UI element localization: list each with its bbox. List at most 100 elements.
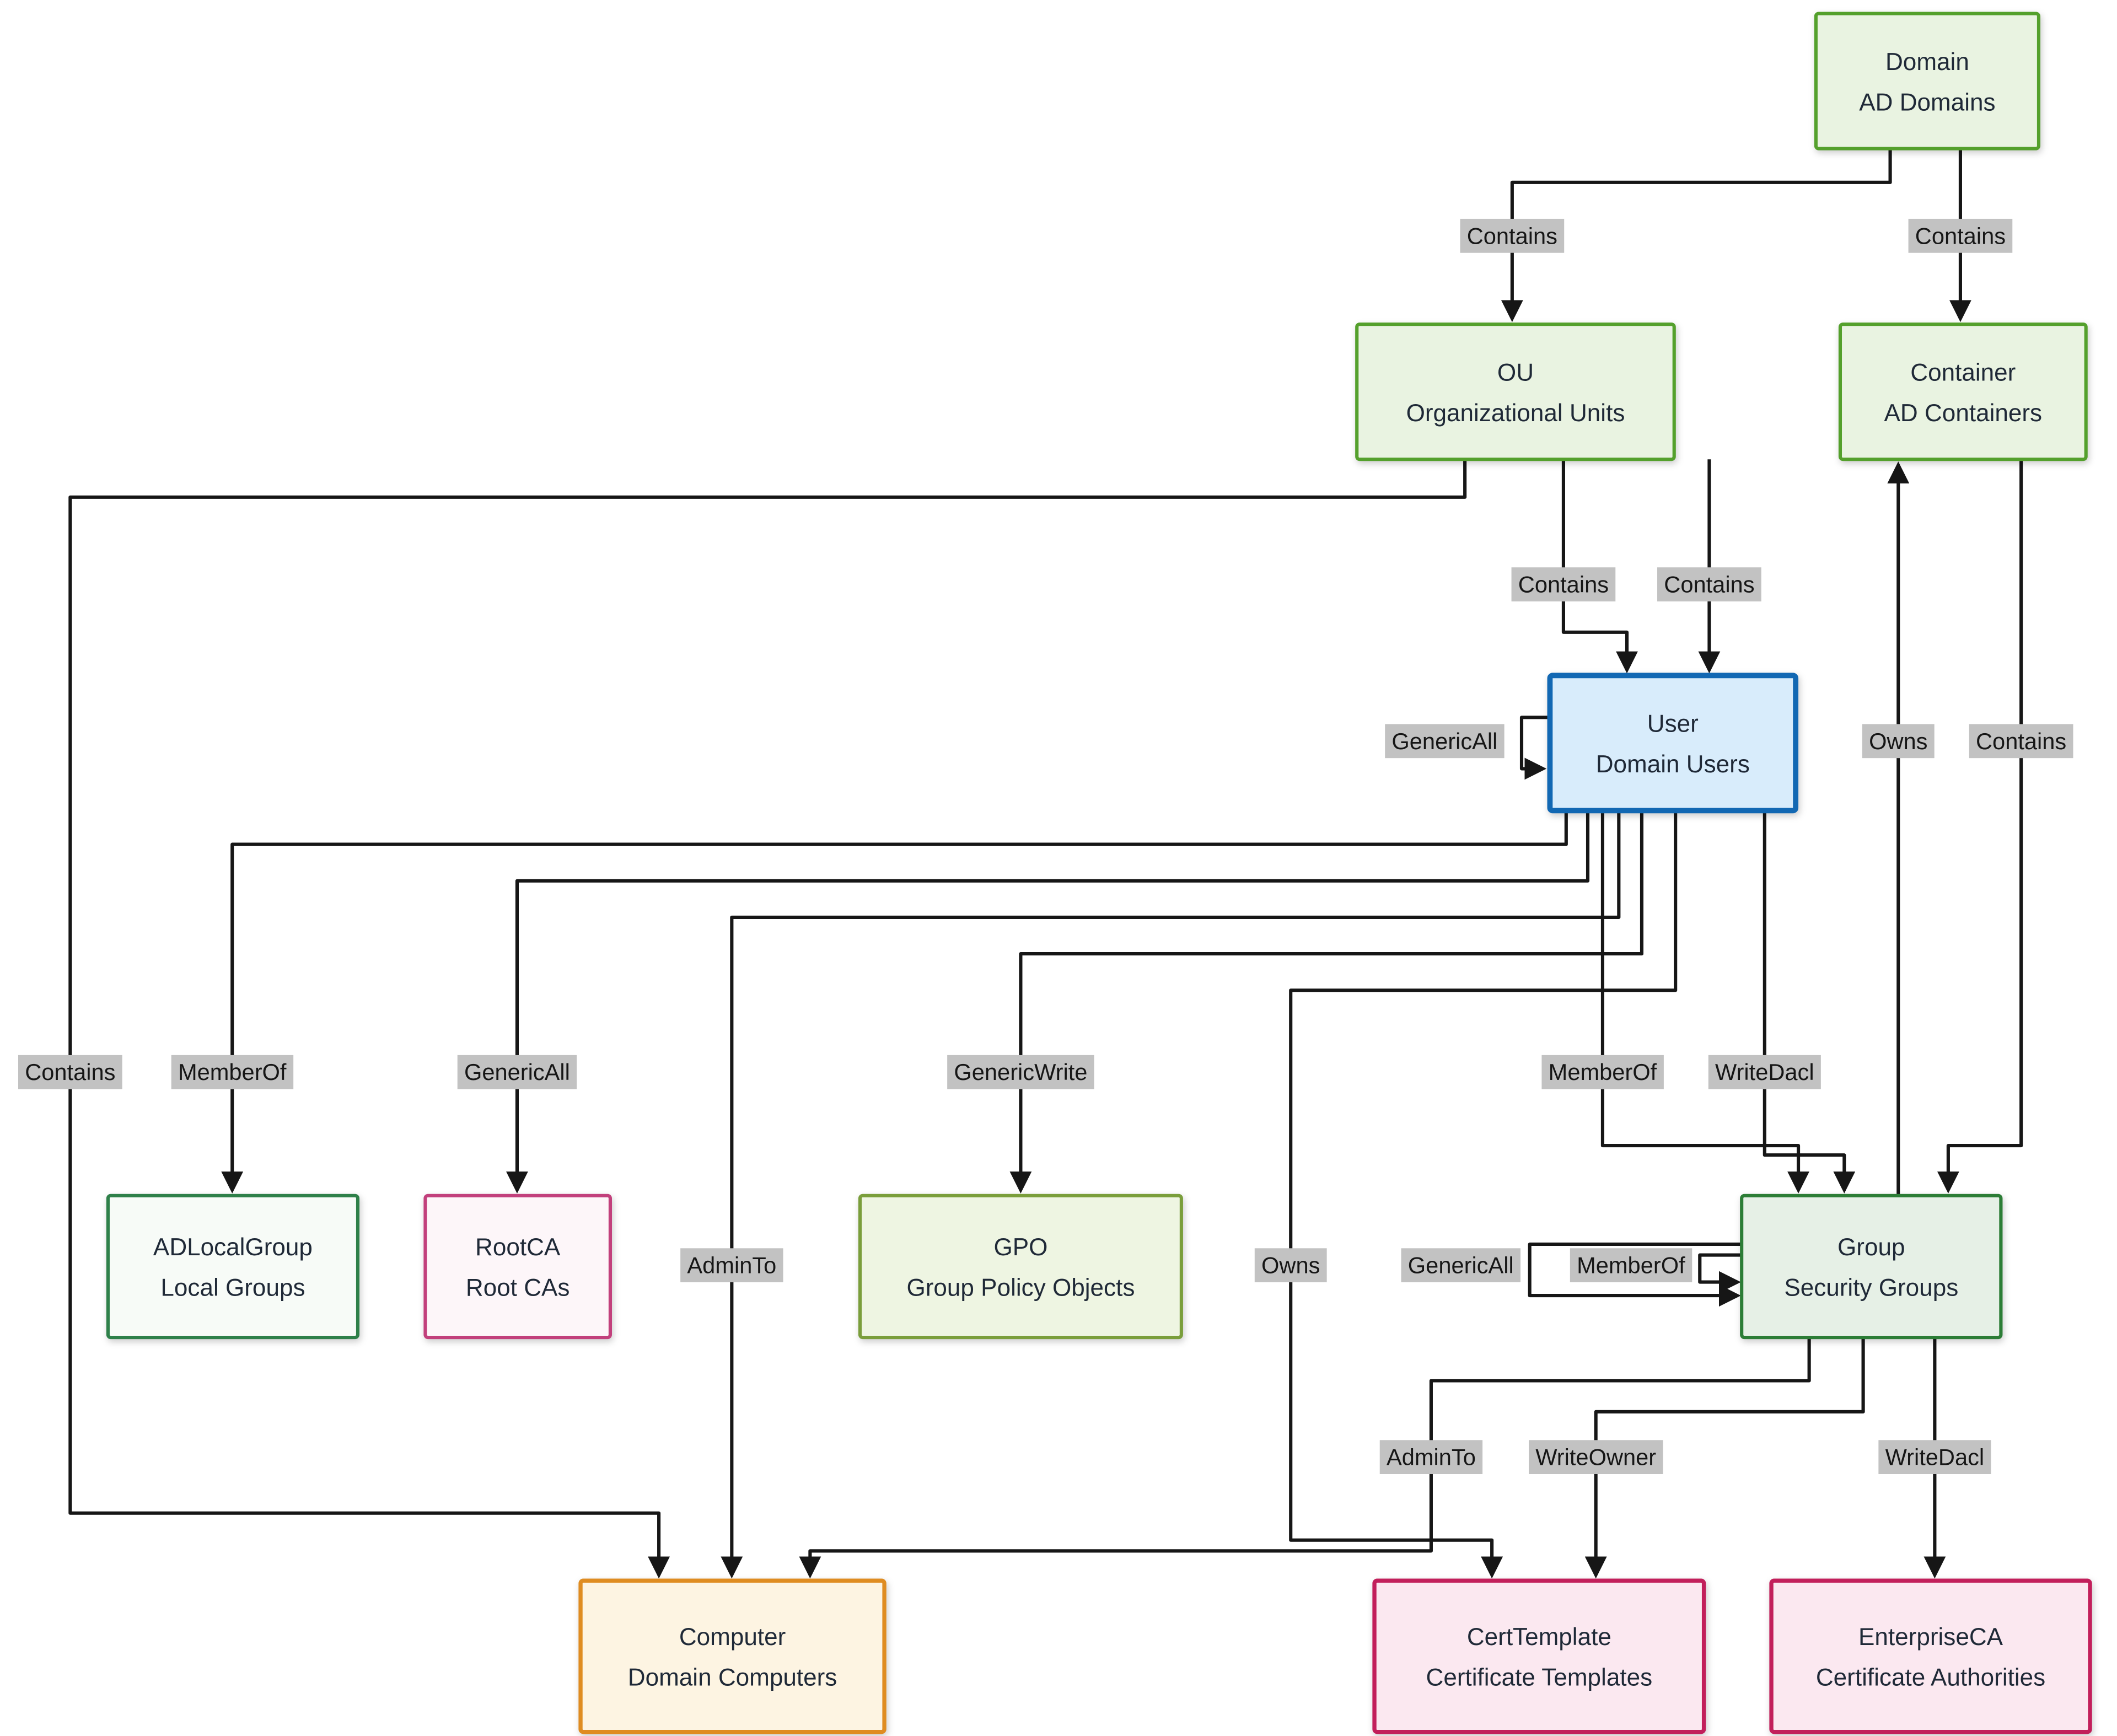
edge-user-memberof-adlocalgroup xyxy=(221,810,1568,1194)
node-certtemplate-subtitle: Certificate Templates xyxy=(1426,1664,1653,1691)
node-gpo: GPO Group Policy Objects xyxy=(858,1194,1183,1340)
node-gpo-subtitle: Group Policy Objects xyxy=(906,1275,1135,1302)
edge-label-user-owns-certtemplate-bg xyxy=(1254,1248,1327,1283)
node-certtemplate-title: CertTemplate xyxy=(1467,1624,1611,1651)
edge-label-group-writeowner-certtemplate: WriteOwner xyxy=(1529,1440,1663,1474)
edge-group-memberof-group xyxy=(1698,1253,1742,1293)
node-certtemplate-box xyxy=(1372,1578,1706,1734)
edge-user-writedacl-group xyxy=(1763,810,1856,1194)
edge-label-ou-contains-user-text: Contains xyxy=(1518,572,1609,598)
node-adlocalgroup-box xyxy=(106,1194,360,1340)
edge-ou-contains-user xyxy=(1561,459,1638,674)
edge-label-user-genericwrite-gpo-text: GenericWrite xyxy=(954,1059,1087,1085)
edge-user-genericwrite-gpo xyxy=(1009,810,1644,1194)
node-enterpriseca: EnterpriseCA Certificate Authorities xyxy=(1769,1578,2092,1734)
edge-domain-contains-ou xyxy=(1501,148,1892,323)
edge-label-user-genericall-rootca: GenericAll xyxy=(457,1055,577,1089)
edge-label-group-writedacl-enterpriseca-bg xyxy=(1878,1440,1991,1474)
edge-label-user-genericall-user-bg xyxy=(1385,724,1505,759)
node-group-title: Group xyxy=(1837,1234,1905,1261)
node-enterpriseca-subtitle: Certificate Authorities xyxy=(1816,1664,2045,1691)
node-computer-box xyxy=(578,1578,886,1734)
node-user-box xyxy=(1547,673,1799,814)
edge-label-user-writedacl-group: WriteDacl xyxy=(1708,1055,1821,1089)
edge-label-group-memberof-group-bg xyxy=(1570,1248,1692,1283)
edge-label-group-writedacl-enterpriseca: WriteDacl xyxy=(1878,1440,1991,1474)
edge-label-user-memberof-group-text: MemberOf xyxy=(1549,1059,1657,1085)
edge-label-group-memberof-group-text: MemberOf xyxy=(1577,1253,1685,1278)
edge-user-adminto-computer xyxy=(721,810,1621,1579)
node-rootca-box xyxy=(423,1194,612,1340)
node-ou-title: OU xyxy=(1497,359,1534,386)
node-group-box xyxy=(1740,1194,2003,1340)
edge-user-genericall-rootca xyxy=(506,810,1590,1194)
edge-label-group-owns-container-text: Owns xyxy=(1869,728,1927,754)
edge-label-group-adminto-computer-bg xyxy=(1379,1440,1483,1474)
node-container-title: Container xyxy=(1910,359,2016,386)
edge-label-user-writedacl-group-text: WriteDacl xyxy=(1715,1059,1814,1085)
edge-group-writeowner-certtemplate xyxy=(1584,1337,1865,1579)
edge-label-container-contains-group-text: Contains xyxy=(1976,728,2066,754)
edge-label-ou-contains-user: Contains xyxy=(1511,567,1616,601)
edge-label-user-memberof-group: MemberOf xyxy=(1541,1055,1664,1089)
edge-label-ou-contains-computer: Contains xyxy=(18,1055,122,1089)
edge-label-user-owns-certtemplate: Owns xyxy=(1254,1248,1327,1283)
edge-label-domain-contains-ou: Contains xyxy=(1460,218,1565,253)
edge-label-group-writeowner-certtemplate-text: WriteOwner xyxy=(1535,1444,1656,1470)
edge-label-container-contains-group: Contains xyxy=(1969,724,2073,759)
edge-user-genericall-user xyxy=(1519,716,1550,780)
node-ou-box xyxy=(1355,323,1676,461)
edge-label-group-genericall-group-text: GenericAll xyxy=(1408,1253,1514,1278)
edge-label-user-memberof-adlocalgroup-bg xyxy=(171,1055,294,1089)
node-container-box xyxy=(1838,323,2088,461)
edge-label-container-contains-user-bg xyxy=(1657,567,1761,601)
node-gpo-title: GPO xyxy=(993,1234,1047,1261)
node-ou: OU Organizational Units xyxy=(1355,323,1676,461)
edge-label-user-genericwrite-gpo-bg xyxy=(947,1055,1094,1089)
edge-label-domain-contains-container-bg xyxy=(1908,218,2013,253)
node-enterpriseca-box xyxy=(1769,1578,2092,1734)
edge-label-group-writedacl-enterpriseca-text: WriteDacl xyxy=(1885,1444,1985,1470)
edge-label-user-genericall-rootca-bg xyxy=(457,1055,577,1089)
edge-label-ou-contains-computer-text: Contains xyxy=(25,1059,115,1085)
edge-label-group-genericall-group: GenericAll xyxy=(1401,1248,1521,1283)
node-adlocalgroup-subtitle: Local Groups xyxy=(160,1275,305,1302)
node-computer-title: Computer xyxy=(679,1624,786,1651)
node-domain-title: Domain xyxy=(1885,49,1969,76)
node-adlocalgroup-title: ADLocalGroup xyxy=(153,1234,313,1261)
edge-label-container-contains-group-bg xyxy=(1969,724,2073,759)
edge-label-user-genericall-user: GenericAll xyxy=(1385,724,1505,759)
edge-label-user-memberof-adlocalgroup: MemberOf xyxy=(171,1055,294,1089)
edge-user-memberof-group xyxy=(1600,810,1809,1194)
edge-ou-contains-computer xyxy=(68,459,1467,1579)
edge-label-user-writedacl-group-bg xyxy=(1708,1055,1821,1089)
edge-label-user-memberof-group-bg xyxy=(1541,1055,1664,1089)
edge-group-genericall-group xyxy=(1528,1242,1742,1307)
node-user-subtitle: Domain Users xyxy=(1596,751,1750,778)
edge-label-group-genericall-group-bg xyxy=(1401,1248,1521,1283)
edge-label-user-genericall-user-text: GenericAll xyxy=(1391,728,1497,754)
edge-label-group-memberof-group: MemberOf xyxy=(1570,1248,1692,1283)
node-domain-box xyxy=(1814,12,2041,151)
edge-label-ou-contains-user-bg xyxy=(1511,567,1616,601)
edge-label-container-contains-user-text: Contains xyxy=(1664,572,1754,598)
edge-container-contains-group xyxy=(1937,459,2023,1194)
edge-label-container-contains-user: Contains xyxy=(1657,567,1761,601)
node-enterpriseca-title: EnterpriseCA xyxy=(1858,1624,2003,1651)
edge-label-user-owns-certtemplate-text: Owns xyxy=(1261,1253,1320,1278)
edge-label-domain-contains-ou-text: Contains xyxy=(1467,223,1557,249)
edge-label-domain-contains-container: Contains xyxy=(1908,218,2013,253)
edge-label-group-adminto-computer-text: AdminTo xyxy=(1387,1444,1476,1470)
edge-label-user-adminto-computer-text: AdminTo xyxy=(687,1253,776,1278)
edge-label-user-genericwrite-gpo: GenericWrite xyxy=(947,1055,1094,1089)
node-ou-subtitle: Organizational Units xyxy=(1406,400,1625,427)
